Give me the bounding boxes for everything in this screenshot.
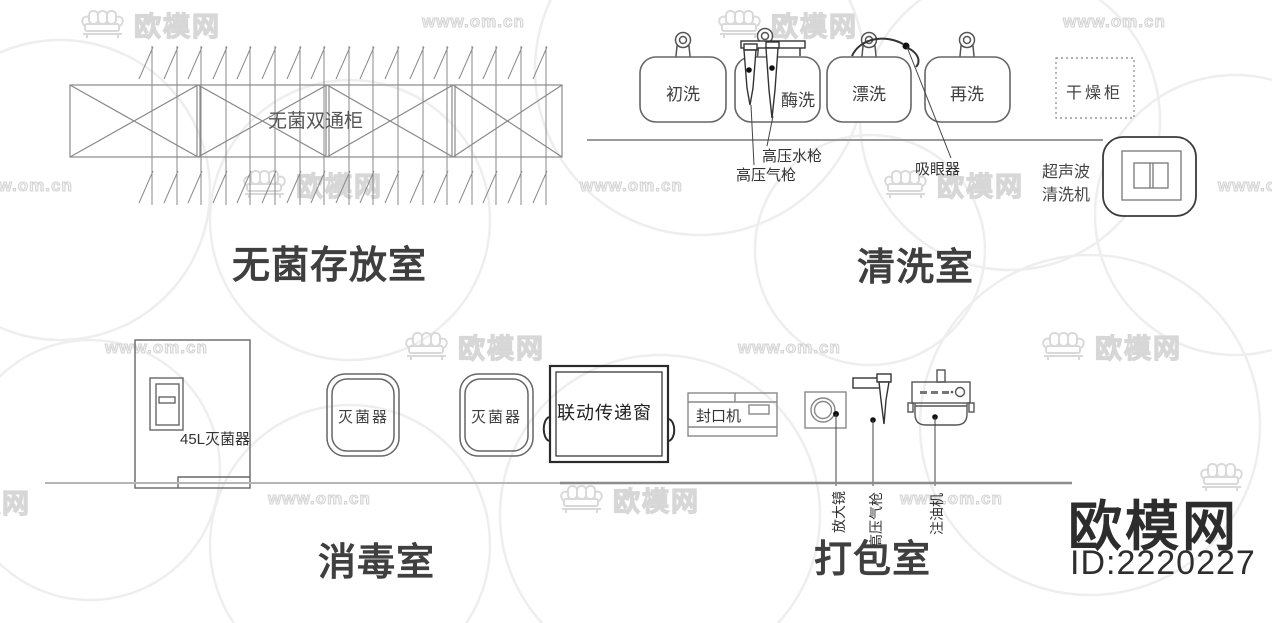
cabinet-label: 无菌双通柜 (268, 111, 364, 132)
sink-label: 初洗 (666, 85, 700, 104)
air-gun-icon (852, 373, 892, 425)
sterilizer-45l-icon (134, 339, 251, 489)
sealer-label: 封口机 (696, 408, 742, 425)
site-logo-id: ID:2220227 (1070, 544, 1256, 582)
sink-piaoxi (826, 31, 912, 123)
sterilizer-label: 灭菌器 (471, 409, 523, 426)
sterilizer-label: 灭菌器 (338, 409, 390, 426)
transfer-window-label: 联动传递窗 (557, 403, 652, 423)
sealing-machine-icon (687, 392, 778, 437)
sink-zaixi (924, 31, 1011, 123)
drying-cabinet-icon (1055, 57, 1135, 119)
sterilizer-icon (326, 373, 400, 457)
sterilizer-icon (459, 373, 534, 457)
sink-label: 酶洗 (781, 91, 815, 110)
watermark-url: www.om.cn (0, 176, 73, 196)
room-title-packing: 打包室 (814, 539, 932, 581)
room-title-washing: 清洗室 (857, 247, 975, 289)
site-logo: 欧模网 (1068, 497, 1239, 557)
oiler-machine-icon (907, 369, 975, 426)
sink-chuxi (639, 31, 727, 123)
watermark-url: www.om.cn (580, 176, 683, 196)
watermark-url: www.om.cn (1218, 176, 1272, 196)
suction-label: 吸眼器 (915, 161, 961, 178)
sterilizer-45l-label: 45L灭菌器 (180, 431, 251, 448)
callout-lines-washing (750, 46, 952, 166)
ultrasonic-cleaner-icon (1102, 136, 1197, 217)
ultrasonic-label: 超声波 清洗机 (1042, 164, 1091, 204)
watermark-url: www.om.cn (900, 489, 1003, 509)
callout-lines-packing (835, 414, 936, 486)
watermark-url: www.om.cn (422, 12, 525, 32)
air-gun-label: 高压气枪 (736, 167, 797, 184)
watermark-url: www.om.cn (738, 338, 841, 358)
transfer-window-icon (542, 364, 676, 464)
sink-label: 再洗 (950, 85, 984, 104)
sterile-pass-through-cabinet (69, 45, 563, 206)
room-title-sterile-storage: 无菌存放室 (232, 245, 428, 287)
room-title-disinfection: 消毒室 (318, 542, 436, 584)
drying-cabinet-label: 干燥柜 (1066, 85, 1124, 102)
watermark-url: www.om.cn (268, 489, 371, 509)
suction-hose-icon (851, 37, 920, 68)
watermark-url: www.om.cn (1063, 12, 1166, 32)
magnifier-icon (804, 391, 847, 429)
sink-label: 漂洗 (852, 85, 886, 104)
watermark-url: www.om.cn (105, 338, 208, 358)
water-gun-label: 高压水枪 (762, 148, 823, 165)
spray-gun-assembly-icon (740, 40, 806, 119)
